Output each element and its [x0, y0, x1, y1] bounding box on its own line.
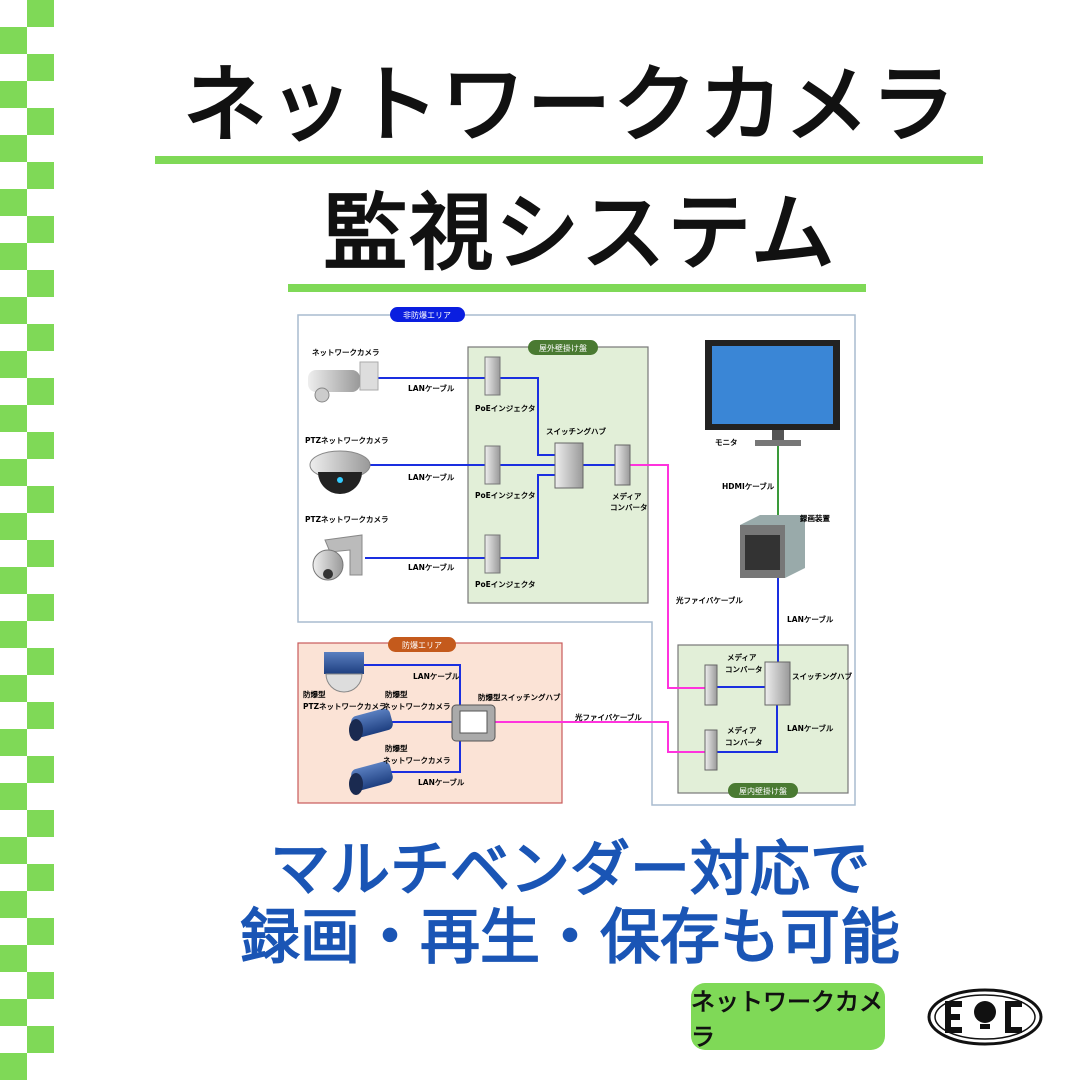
- poe-injector-icon: [484, 356, 501, 396]
- camera-label: 防爆型: [385, 743, 408, 753]
- checkerboard-border: [0, 0, 54, 1080]
- category-badge: ネットワークカメラ: [691, 983, 885, 1051]
- non-explosion-area-label: 非防爆エリア: [403, 310, 451, 320]
- media-converter-label: コンバータ: [725, 737, 763, 747]
- non-explosion-area-label-pill: [390, 307, 465, 322]
- subtitle-line-2: 録画・再生・保存も可能: [240, 903, 900, 973]
- explosion-proof-dome-camera-icon: [324, 652, 364, 693]
- media-converter-icon: [704, 729, 718, 771]
- bullet-camera-icon: [308, 361, 379, 403]
- explosion-proof-switching-hub-icon: [451, 704, 496, 742]
- indoor-panel: [677, 644, 849, 794]
- monitor-icon: [705, 340, 840, 446]
- camera-label: 防爆型: [303, 689, 326, 699]
- media-converter-label: メディア: [612, 491, 642, 501]
- lan-cable-label: LANケーブル: [408, 472, 455, 482]
- poe-label: PoEインジェクタ: [475, 490, 535, 500]
- media-converter-icon: [614, 444, 631, 486]
- explosion-area-label-pill: [388, 637, 456, 652]
- media-converter-label: コンバータ: [610, 502, 648, 512]
- lan-cable-label: LANケーブル: [408, 383, 455, 393]
- camera-label: PTZネットワークカメラ: [303, 701, 387, 711]
- lan-line: [365, 474, 555, 559]
- ptz-camera-icon: [312, 534, 363, 581]
- switching-hub-label: 防爆型スイッチングハブ: [478, 692, 561, 702]
- media-converter-label: メディア: [727, 652, 757, 662]
- lan-line: [385, 740, 461, 773]
- outdoor-panel-label: 屋外壁掛け盤: [539, 343, 587, 353]
- switching-hub-label: スイッチングハブ: [546, 426, 606, 436]
- switching-hub-icon: [764, 661, 791, 706]
- camera-label: PTZネットワークカメラ: [305, 514, 389, 524]
- poe-injector-icon: [484, 445, 501, 485]
- title-underline-2: [288, 284, 866, 292]
- camera-label: ネットワークカメラ: [383, 701, 451, 711]
- camera-label: ネットワークカメラ: [383, 755, 451, 765]
- non-explosion-area-border: [297, 314, 856, 806]
- indoor-panel-label: 屋内壁掛け盤: [739, 786, 787, 796]
- lan-line: [717, 705, 778, 753]
- media-converter-label: メディア: [727, 725, 757, 735]
- camera-label: 防爆型: [385, 689, 408, 699]
- recorder-icon: [740, 515, 805, 578]
- outdoor-panel-label-pill: [528, 340, 598, 355]
- dome-camera-icon: [309, 450, 371, 494]
- media-converter-icon: [704, 664, 718, 706]
- lan-cable-label: LANケーブル: [787, 723, 834, 733]
- title-line-2: 監視システム: [323, 184, 837, 282]
- camera-label: PTZネットワークカメラ: [305, 435, 389, 445]
- fiber-line: [495, 721, 705, 753]
- indoor-panel-label-pill: [728, 783, 798, 798]
- lan-cable-label: LANケーブル: [418, 777, 465, 787]
- fiber-cable-label: 光ファイバケーブル: [574, 712, 642, 722]
- explosion-proof-bullet-camera-icon: [349, 708, 393, 741]
- explosion-proof-bullet-camera-icon: [349, 761, 393, 795]
- lan-cable-label: LANケーブル: [787, 614, 834, 624]
- hdmi-cable-label: HDMIケーブル: [722, 481, 775, 491]
- poe-label: PoEインジェクタ: [475, 579, 535, 589]
- lan-line: [378, 377, 555, 456]
- recorder-label: 録画装置: [800, 513, 830, 523]
- fiber-line: [630, 464, 705, 689]
- switching-hub-icon: [554, 442, 584, 489]
- title-line-1: ネットワークカメラ: [182, 56, 957, 154]
- monitor-label: モニタ: [715, 437, 738, 447]
- lan-cable-label: LANケーブル: [413, 671, 460, 681]
- media-converter-label: コンバータ: [725, 664, 763, 674]
- fiber-cable-label: 光ファイバケーブル: [675, 595, 743, 605]
- explosion-area-label: 防爆エリア: [402, 640, 442, 650]
- switching-hub-label: スイッチングハブ: [792, 671, 852, 681]
- poe-label: PoEインジェクタ: [475, 403, 535, 413]
- poe-injector-icon: [484, 534, 501, 574]
- lan-cable-label: LANケーブル: [408, 562, 455, 572]
- lan-line: [360, 664, 461, 705]
- title-underline-1: [155, 156, 983, 164]
- camera-label: ネットワークカメラ: [312, 347, 380, 357]
- company-logo: [927, 988, 1043, 1046]
- subtitle-line-1: マルチベンダー対応で: [270, 835, 870, 905]
